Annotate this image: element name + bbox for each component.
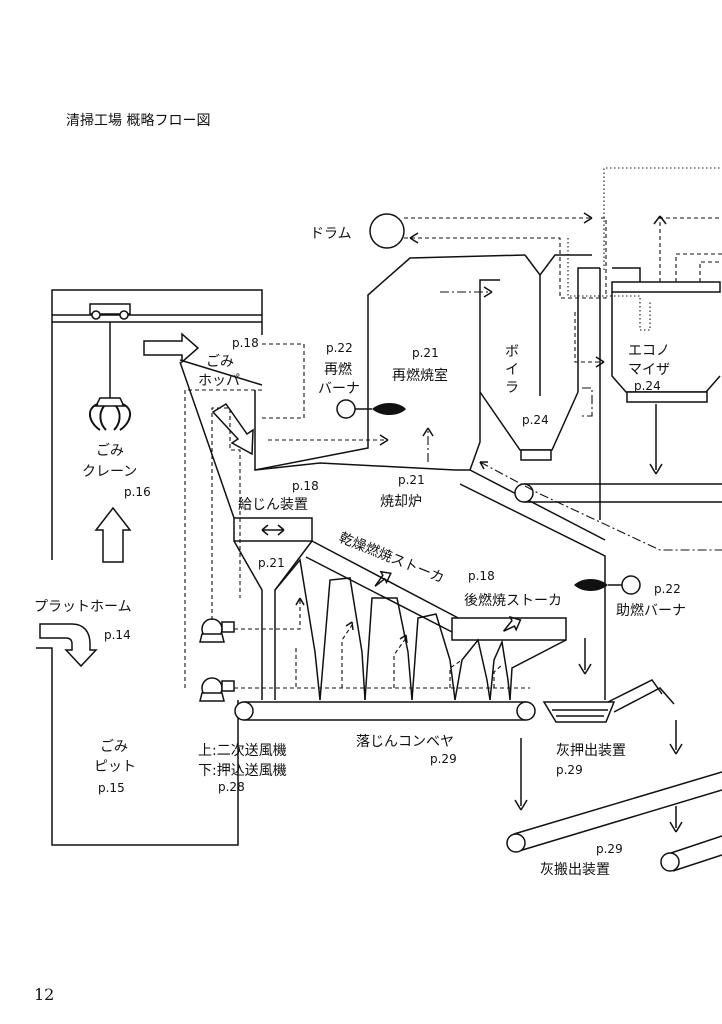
air-flow-lines xyxy=(184,343,530,689)
economizer-label-2: マイザ xyxy=(628,362,670,378)
stoker-ref: p.18 xyxy=(468,569,495,583)
crane-ref: p.16 xyxy=(124,485,151,499)
hopper-label-2: ホッパ xyxy=(198,373,240,389)
reburn-burner-ref: p.22 xyxy=(326,341,353,355)
pit-ref: p.15 xyxy=(98,781,125,795)
feeder-ref: p.18 xyxy=(292,479,319,493)
after-combustion-stoker xyxy=(451,615,567,701)
platform-ref: p.14 xyxy=(104,628,131,642)
crane-up-arrow-icon xyxy=(94,506,132,563)
steam-flow-lines xyxy=(404,167,722,368)
forced-draft-fan-icon xyxy=(199,677,235,702)
feeder-label: 給じん装置 xyxy=(238,497,308,513)
fan-upper-label: 上:二次送風機 xyxy=(198,743,287,759)
incinerator-ref: p.21 xyxy=(398,473,425,487)
ash-carry-conveyor-2 xyxy=(660,835,722,872)
incinerator-walls xyxy=(254,279,606,700)
ash-push-ref: p.29 xyxy=(556,763,583,777)
drum-label: ドラム xyxy=(310,226,352,242)
reburn-burner-label-1: 再燃 xyxy=(324,361,352,378)
flow-arrows xyxy=(514,404,683,833)
hopper-feed-arrow-icon xyxy=(143,332,200,364)
secondary-fan-icon xyxy=(199,618,235,643)
ash-push-label: 灰押出装置 xyxy=(556,743,626,759)
economizer-ref: p.24 xyxy=(634,379,661,393)
after-stoker-label: 後燃焼ストーカ xyxy=(464,592,562,609)
crane-label-2: クレーン xyxy=(82,464,137,480)
platform-bend-arrow-icon xyxy=(39,623,98,668)
crane-label-1: ごみ xyxy=(96,443,124,459)
aux-burner-icon xyxy=(574,575,641,595)
feeder-unit xyxy=(233,517,313,700)
boiler-label-3: ラ xyxy=(505,380,519,396)
boiler-ash-conveyor xyxy=(514,483,722,503)
ash-drop-conveyor xyxy=(234,701,536,721)
boiler-ref: p.24 xyxy=(522,413,549,427)
economizer xyxy=(599,267,721,520)
reburn-burner-icon xyxy=(336,399,406,419)
conveyor-ref: p.29 xyxy=(430,752,457,766)
hopper-ref: p.18 xyxy=(232,336,259,350)
gomi-hopper xyxy=(179,254,526,519)
boiler xyxy=(479,254,600,461)
drum-icon xyxy=(369,213,405,249)
ash-carry-ref: p.29 xyxy=(596,842,623,856)
page-number: 12 xyxy=(34,985,54,1004)
fan-lower-label: 下:押込送風機 xyxy=(198,763,287,779)
reburn-chamber-ref: p.21 xyxy=(412,346,439,360)
aux-burner-ref: p.22 xyxy=(654,582,681,596)
reburn-chamber-label: 再燃焼室 xyxy=(392,367,448,384)
conveyor-label: 落じんコンベヤ xyxy=(356,734,454,750)
gomi-pit-building xyxy=(36,289,263,846)
economizer-label-1: エコノ xyxy=(628,343,670,359)
drying-combustion-stoker xyxy=(274,540,463,701)
reburn-burner-label-2: バーナ xyxy=(318,381,360,397)
aux-burner-label: 助燃バーナ xyxy=(616,602,686,619)
hopper-down-arrow-icon xyxy=(211,402,254,456)
platform-label: プラットホーム xyxy=(34,599,132,615)
crane-icon xyxy=(89,303,131,431)
feeder-hopper-ref: p.21 xyxy=(258,556,285,570)
hopper-label-1: ごみ xyxy=(206,354,234,370)
incinerator-label: 焼却炉 xyxy=(380,494,422,510)
drying-stoker-label: 乾燥燃焼ストーカ xyxy=(337,529,447,587)
ash-carry-label: 灰搬出装置 xyxy=(540,862,610,878)
pit-label-1: ごみ xyxy=(100,739,128,755)
ash-carry-conveyor-1 xyxy=(506,771,722,853)
fan-ref: p.28 xyxy=(218,780,245,794)
boiler-label-1: ボ xyxy=(505,344,519,360)
page-title: 清掃工場 概略フロー図 xyxy=(66,112,210,129)
boiler-label-2: イ xyxy=(505,362,519,378)
gas-flow-lines xyxy=(422,286,722,551)
ash-pusher xyxy=(542,679,675,723)
pit-label-2: ピット xyxy=(94,759,136,775)
